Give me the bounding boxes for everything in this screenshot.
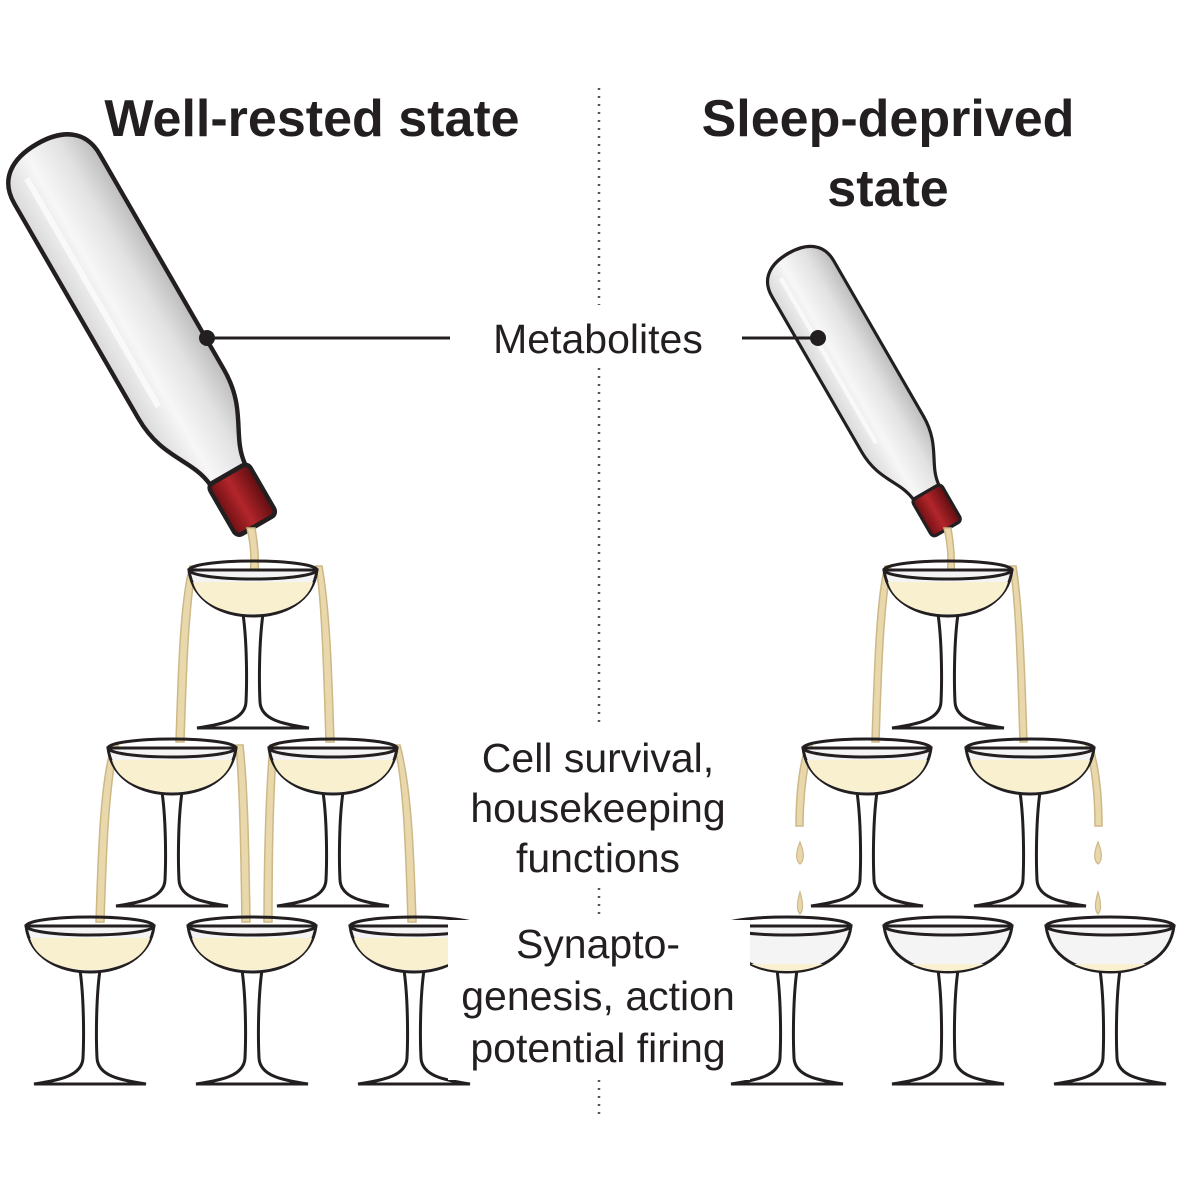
left-glass-mid-1 [106,737,238,908]
tier3-label-line1: Synapto- [516,921,680,967]
left-streams [95,527,417,923]
left-title: Well-rested state [104,90,519,148]
right-title-line1: Sleep-deprived [702,90,1075,148]
tier2-label-line2: housekeeping [470,785,725,831]
metabolites-label: Metabolites [493,316,703,362]
metabolites-leaders [199,330,826,346]
right-glass-bot-2 [882,915,1014,1086]
right-glass-mid-2 [964,737,1096,908]
tier2-label-line3: functions [516,835,680,881]
tier3-label-line2: genesis, action [461,973,735,1019]
left-glass-mid-2 [267,737,399,908]
right-bottle [757,236,978,547]
left-glass-bot-2 [186,915,318,1086]
right-drops [796,840,1102,915]
right-title-line2: state [827,160,948,218]
tier2-label-line1: Cell survival, [482,735,714,781]
right-glass-mid-1 [801,737,933,908]
tier3-label-line3: potential firing [470,1025,725,1071]
left-glass-bot-1 [24,915,156,1086]
right-glass-top [882,559,1014,730]
left-glass-top [187,559,319,730]
right-glass-bot-3 [1044,915,1176,1086]
left-bottle [0,119,300,550]
